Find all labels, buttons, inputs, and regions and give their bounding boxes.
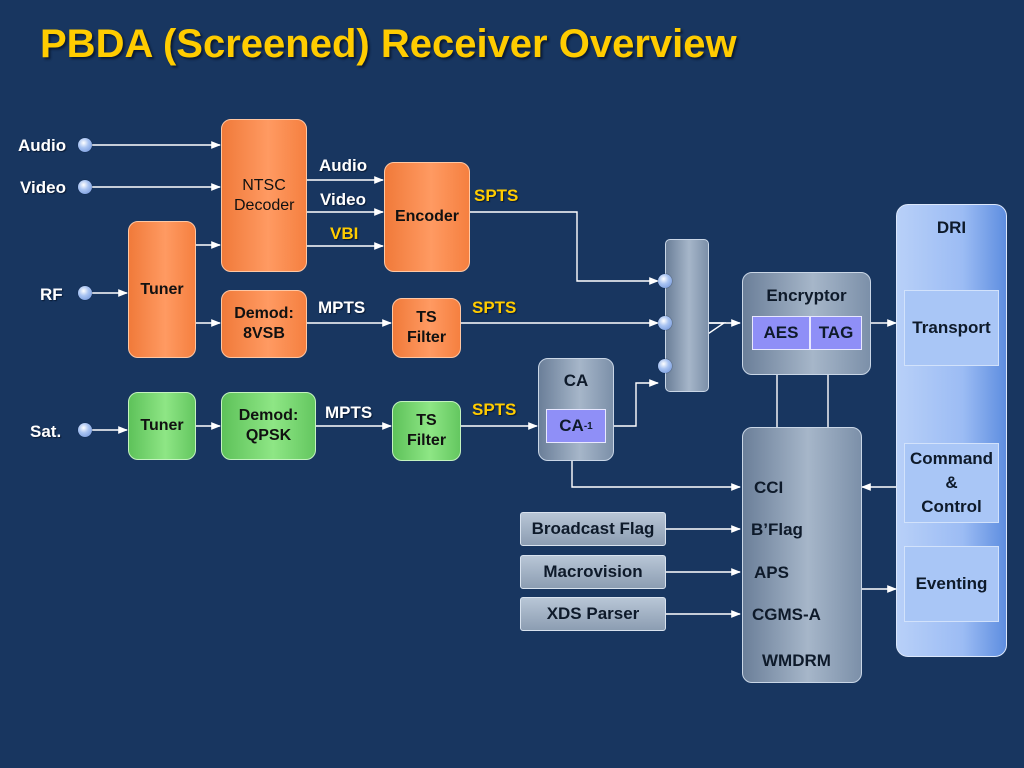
- dri-command-label-line2: &: [945, 473, 958, 492]
- policy-item-aps: APS: [754, 563, 789, 582]
- switch-port-encoder[interactable]: [658, 274, 672, 288]
- ca-inverse-cell: CA-1: [546, 409, 606, 443]
- ntsc-decoder-block[interactable]: NTSC Decoder: [221, 119, 307, 272]
- switch-port-rf[interactable]: [658, 316, 672, 330]
- policy-item-bflag: B’Flag: [751, 520, 803, 539]
- macrovision-label: Macrovision: [543, 562, 643, 581]
- switch-port-sat[interactable]: [658, 359, 672, 373]
- dri-title: DRI: [936, 218, 967, 237]
- policy-item-wmdrm: WMDRM: [762, 651, 831, 670]
- demod-8vsb-block[interactable]: Demod: 8VSB: [221, 290, 307, 358]
- video-input-port[interactable]: [78, 180, 92, 194]
- ts-filter-sat-label-line1: TS: [416, 412, 437, 429]
- xds-parser-label: XDS Parser: [546, 604, 640, 623]
- signal-label-audio: Audio: [319, 156, 368, 175]
- tuner-sat-label: Tuner: [140, 417, 184, 434]
- demod-qpsk-label-line2: QPSK: [245, 427, 292, 444]
- ts-filter-sat-block[interactable]: TS Filter: [392, 401, 461, 461]
- tuner-sat-block[interactable]: Tuner: [128, 392, 196, 460]
- ca-title: CA: [563, 371, 589, 390]
- input-label-rf: RF: [40, 285, 63, 304]
- signal-label-spts-encoder: SPTS: [474, 186, 519, 205]
- tuner-rf-label: Tuner: [140, 280, 184, 298]
- page-title: PBDA (Screened) Receiver Overview: [40, 22, 737, 66]
- ts-filter-rf-label-line1: TS: [416, 309, 437, 326]
- ts-filter-rf-label-line2: Filter: [406, 329, 447, 346]
- encryptor-title: Encryptor: [766, 286, 847, 305]
- signal-label-mpts-rf: MPTS: [318, 298, 366, 317]
- ts-filter-sat-label-line2: Filter: [406, 432, 447, 449]
- input-label-video: Video: [20, 178, 66, 197]
- macrovision-block[interactable]: Macrovision: [520, 555, 666, 589]
- dri-transport-label: Transport: [912, 318, 991, 337]
- aes-label: AES: [763, 323, 799, 342]
- tag-cell: TAG: [810, 316, 862, 350]
- demod-qpsk-label-line1: Demod:: [238, 407, 299, 424]
- broadcast-flag-label: Broadcast Flag: [531, 519, 655, 538]
- broadcast-flag-block[interactable]: Broadcast Flag: [520, 512, 666, 546]
- policy-item-cci: CCI: [754, 478, 784, 497]
- tuner-rf-block[interactable]: Tuner: [128, 221, 196, 358]
- signal-label-spts-sat: SPTS: [472, 400, 517, 419]
- dri-transport[interactable]: Transport: [904, 290, 999, 366]
- input-label-sat: Sat.: [30, 422, 62, 441]
- signal-label-mpts-sat: MPTS: [325, 403, 373, 422]
- dri-command-control[interactable]: Command & Control: [904, 443, 999, 523]
- ts-filter-rf-block[interactable]: TS Filter: [392, 298, 461, 358]
- demod-qpsk-block[interactable]: Demod: QPSK: [221, 392, 316, 460]
- dri-eventing[interactable]: Eventing: [904, 546, 999, 622]
- audio-input-port[interactable]: [78, 138, 92, 152]
- policy-item-cgms-a: CGMS-A: [752, 605, 821, 624]
- encoder-label: Encoder: [394, 208, 459, 225]
- signal-label-video: Video: [320, 190, 366, 209]
- copy-policy-block[interactable]: [742, 427, 862, 683]
- demod-8vsb-label-line2: 8VSB: [243, 325, 285, 342]
- encoder-block[interactable]: Encoder: [384, 162, 470, 272]
- signal-label-vbi: VBI: [330, 224, 359, 243]
- signal-label-spts-rf: SPTS: [472, 298, 517, 317]
- rf-input-port[interactable]: [78, 286, 92, 300]
- ca-inverse-sup: -1: [583, 420, 593, 432]
- dri-eventing-label: Eventing: [915, 574, 988, 593]
- tag-label: TAG: [818, 323, 854, 342]
- input-label-audio: Audio: [18, 136, 67, 155]
- dri-command-label-line1: Command: [909, 449, 994, 468]
- stream-switch-block[interactable]: [665, 239, 709, 392]
- aes-cell: AES: [752, 316, 810, 350]
- xds-parser-block[interactable]: XDS Parser: [520, 597, 666, 631]
- ca-inverse-label: CA: [559, 416, 584, 435]
- demod-8vsb-label-line1: Demod:: [234, 305, 294, 322]
- sat-input-port[interactable]: [78, 423, 92, 437]
- dri-command-label-line3: Control: [921, 497, 982, 516]
- ntsc-decoder-label: NTSC Decoder: [234, 176, 295, 214]
